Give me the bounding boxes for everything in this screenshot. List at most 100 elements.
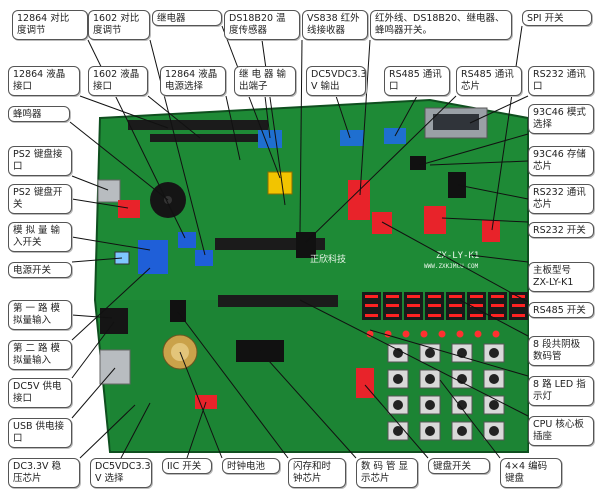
callout-buzzer: 蜂鸣器 xyxy=(8,106,70,122)
leader-power-switch xyxy=(71,257,123,263)
callout-analog-switch: 模 拟 量 输 入开关 xyxy=(8,222,72,252)
leader-ps2-port xyxy=(71,175,109,191)
callout-dc5v-33v-sel: DC5VDC3.3 V 选择 xyxy=(90,458,152,488)
leader-lcd12864-power xyxy=(225,95,241,161)
leader-ps2-switch xyxy=(71,198,129,209)
usb-connector xyxy=(99,349,131,385)
callout-ps2-switch: PS2 键盘开 关 xyxy=(8,184,72,214)
callout-iic-switch: IIC 开关 xyxy=(162,458,212,474)
silkscreen-brand: 正欣科技 xyxy=(310,253,346,265)
seg-bar xyxy=(407,295,420,298)
lcd1602-header xyxy=(150,134,260,142)
callout-analog-in1: 第 一 路 模 拟量输入 xyxy=(8,300,72,330)
callout-relay-output: 继 电 器 输 出端子 xyxy=(234,66,296,96)
callout-ds18b20: DS18B20 温 度传感器 xyxy=(224,10,300,40)
seg-bar xyxy=(470,304,483,307)
seg-bar xyxy=(428,314,441,317)
leader-relay xyxy=(221,25,281,179)
c93c46-chip-body xyxy=(410,156,426,170)
leader-vs838 xyxy=(299,39,303,233)
callout-relay: 继电器 xyxy=(152,10,222,26)
ps2-port xyxy=(97,179,121,203)
led-indicator xyxy=(420,330,428,338)
seg-bar xyxy=(512,304,525,307)
keypad-dip-switch xyxy=(356,368,374,398)
keypad-button-cap xyxy=(457,348,467,358)
leader-analog-in2 xyxy=(71,267,151,341)
leader-rs485-port xyxy=(394,95,418,137)
leader-lcd1602-contrast xyxy=(149,39,206,256)
seg-bar xyxy=(365,304,378,307)
cpu-socket-lower xyxy=(218,295,338,307)
seg-bar xyxy=(449,304,462,307)
leader-keypad4x4 xyxy=(439,379,501,459)
keypad-button-cap xyxy=(393,400,403,410)
callout-seg8: 8 段共阴极 数码管 xyxy=(528,336,594,366)
leader-c93c46-chip xyxy=(429,160,529,166)
keypad-button-cap xyxy=(425,374,435,384)
keypad-button-cap xyxy=(425,348,435,358)
callout-rs232-port: RS232 通讯 口 xyxy=(528,66,594,96)
keypad-button-cap xyxy=(489,400,499,410)
callout-power-switch: 电源开关 xyxy=(8,262,72,278)
seven-segment-display xyxy=(362,292,528,320)
led-indicator xyxy=(438,330,446,338)
callout-dc33-chip: DC3.3V 稳 压芯片 xyxy=(8,458,80,488)
leader-dc5v-33v-out xyxy=(335,95,351,139)
callout-lcd1602-port: 1602 液晶 接口 xyxy=(88,66,148,96)
relay-block xyxy=(267,171,293,195)
leader-rs485-switch xyxy=(381,221,529,303)
callout-analog-in2: 第 二 路 模 拟量输入 xyxy=(8,340,72,370)
callout-keypad-switch: 键盘开关 xyxy=(428,458,490,474)
contrast-pot-12864 xyxy=(178,232,196,248)
callout-usb-power: USB 供电接 口 xyxy=(8,418,72,448)
led-indicator xyxy=(366,330,374,338)
callout-flash-clock: 闪存和时 钟芯片 xyxy=(288,458,346,488)
seg-bar xyxy=(428,295,441,298)
leader-dc33-chip xyxy=(79,404,136,459)
callout-ir-group: 红外线、DS18B20、继电器、 蜂鸣器开关。 xyxy=(370,10,512,40)
rs485-dip-switch xyxy=(372,212,392,234)
seg-bar xyxy=(512,314,525,317)
seg-bar xyxy=(365,314,378,317)
leader-flash-clock xyxy=(177,311,289,459)
callout-lcd12864-power: 12864 液晶 电源选择 xyxy=(160,66,226,96)
callout-lcd12864-contrast: 12864 对比 度调节 xyxy=(12,10,88,40)
callout-dc5v-power: DC5V 供电 接口 xyxy=(8,378,72,408)
keypad-button-cap xyxy=(393,374,403,384)
callout-spi-switch: SPI 开关 xyxy=(522,10,592,26)
leader-dc5v-33v-sel xyxy=(120,402,151,459)
callout-rs485-chip: RS485 通讯 芯片 xyxy=(456,66,522,96)
callout-board-model: 主板型号 ZX-LY-K1 xyxy=(528,262,594,292)
callout-c93c46-mode: 93C46 模式 选择 xyxy=(528,104,594,134)
analog-pot-1 xyxy=(138,262,168,274)
keypad-button-cap xyxy=(489,374,499,384)
seg-bar xyxy=(407,314,420,317)
leader-rs485-chip xyxy=(305,95,457,243)
keypad-button-cap xyxy=(489,348,499,358)
rs485-chip-body xyxy=(296,232,316,258)
leader-rs232-switch xyxy=(441,217,529,223)
seg-bar xyxy=(386,295,399,298)
leader-seg8 xyxy=(459,299,529,337)
leader-c93c46-mode xyxy=(419,133,529,166)
leader-lcd12864-port xyxy=(79,95,169,129)
lcd12864-header xyxy=(128,120,268,130)
leader-analog-in1 xyxy=(71,314,113,319)
callout-dc5v-33v-out: DC5VDC3.3 V 输出 xyxy=(306,66,366,96)
seg-bar xyxy=(491,295,504,298)
silkscreen-url: WWW.ZXKJMCU.COM xyxy=(424,263,479,270)
contrast-pot-1602 xyxy=(195,250,213,266)
keypad-button-cap xyxy=(489,426,499,436)
rs232-chip-body xyxy=(448,172,466,198)
ir-group-dip-switch xyxy=(348,180,370,220)
keypad-button-cap xyxy=(425,426,435,436)
leader-rs232-port xyxy=(469,95,529,124)
callout-keypad4x4: 4×4 编码 键盘 xyxy=(500,458,562,488)
leader-lcd1602-port xyxy=(147,95,201,139)
leader-clock-battery xyxy=(179,351,223,459)
leader-dc5v-power xyxy=(71,321,115,379)
leader-buzzer xyxy=(69,121,169,201)
callout-clock-battery: 时钟电池 xyxy=(222,458,280,474)
